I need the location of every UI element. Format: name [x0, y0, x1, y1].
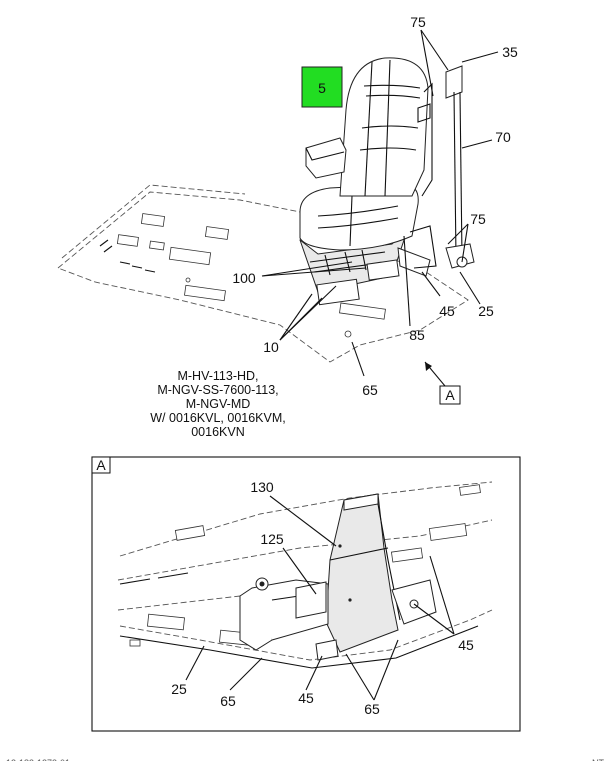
floor-panel: [57, 184, 469, 363]
top-assembly: 5 75 35 70 75 100 45 25 85: [57, 14, 518, 405]
detail-callout-130: 130: [250, 479, 274, 495]
detail-label-box: [91, 456, 111, 474]
detail-callout-25: 25: [171, 681, 187, 697]
highlight-box: [301, 66, 343, 108]
callout-85: 85: [409, 327, 425, 343]
callout-65-top: 65: [362, 382, 378, 398]
leader-lines-top: [261, 29, 499, 387]
caption-line-5: 0016KVN: [191, 425, 245, 439]
model-caption: M-HV-113-HD, M-NGV-SS-7600-113, M-NGV-MD…: [150, 369, 286, 439]
highlight-label: 5: [318, 80, 326, 96]
footer-drawing-number: 12-183-1273-01: [6, 758, 70, 761]
callout-75-lower: 75: [470, 211, 486, 227]
detail-label: A: [96, 457, 106, 473]
detail-retractor: [239, 577, 339, 661]
caption-line-1: M-HV-113-HD,: [177, 369, 258, 383]
view-reference-label: A: [445, 387, 455, 403]
callout-70: 70: [495, 129, 511, 145]
caption-line-2: M-NGV-SS-7600-113,: [157, 383, 278, 397]
detail-view-a: A: [91, 456, 521, 732]
detail-floor-panel: [117, 481, 493, 669]
callout-45-top: 45: [439, 303, 455, 319]
caption-line-3: M-NGV-MD: [186, 397, 251, 411]
detail-callout-65-left: 65: [220, 693, 236, 709]
detail-callout-45-right: 45: [458, 637, 474, 653]
detail-callout-65-bottom: 65: [364, 701, 380, 717]
detail-callout-45-bottom: 45: [298, 690, 314, 706]
callout-35: 35: [502, 44, 518, 60]
caption-line-4: W/ 0016KVL, 0016KVM,: [150, 411, 286, 425]
callout-25-top: 25: [478, 303, 494, 319]
callout-75-top: 75: [410, 14, 426, 30]
seat-back: [339, 57, 429, 197]
leader-lines-detail: [185, 495, 455, 701]
callout-100: 100: [232, 270, 256, 286]
footer-right-code: NT: [592, 758, 604, 761]
seat-cushion: [299, 183, 419, 251]
detail-callout-125: 125: [260, 531, 284, 547]
callout-10: 10: [263, 339, 279, 355]
detail-pedestal: [325, 493, 437, 653]
view-reference-box: [439, 385, 461, 405]
armrest: [305, 137, 347, 179]
